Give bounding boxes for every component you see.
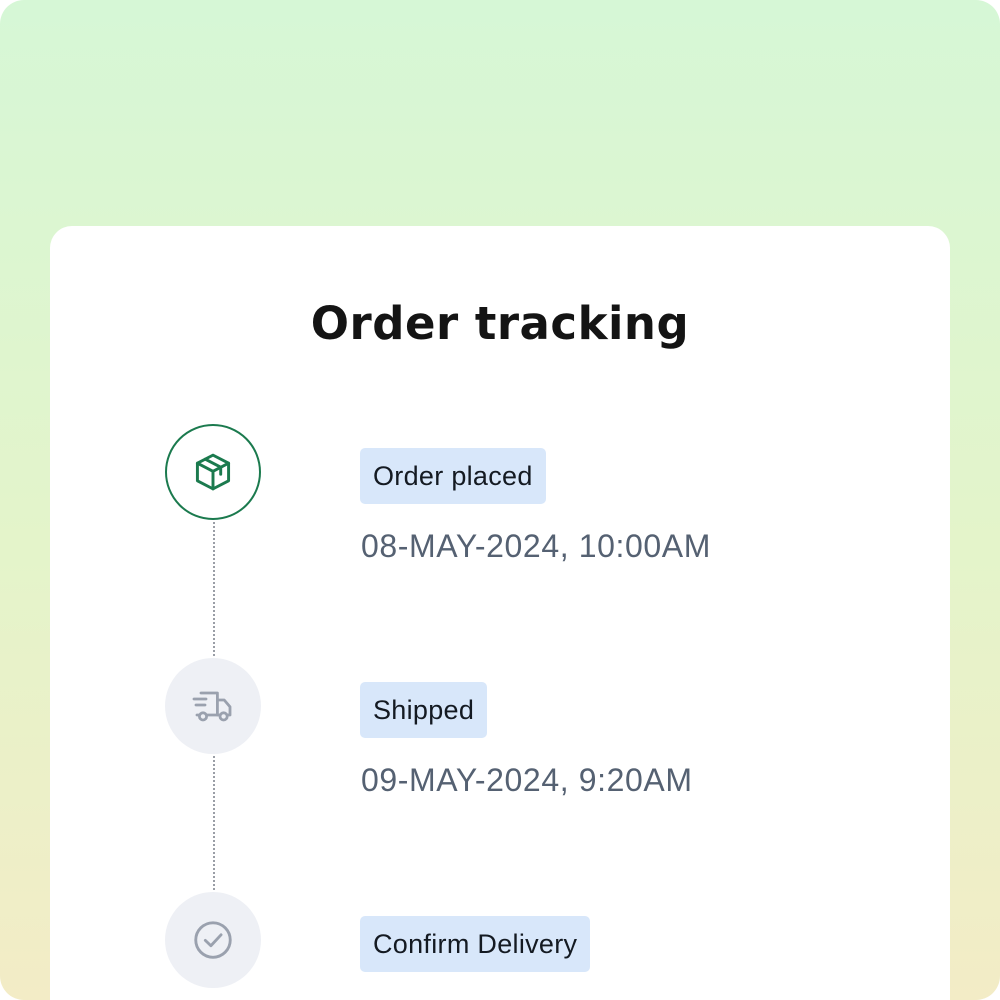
step-label-order-placed: Order placed <box>360 448 546 504</box>
step-label-confirm-delivery: Confirm Delivery <box>360 916 591 972</box>
step-shipped-icon-circle <box>165 658 261 754</box>
step-label-shipped: Shipped <box>360 682 488 738</box>
page-title: Order tracking <box>310 297 690 350</box>
delivery-truck-icon <box>192 691 232 722</box>
step-timestamp-shipped: 09-MAY-2024, 9:20AM <box>361 762 693 798</box>
step-timestamp-order-placed: 08-MAY-2024, 10:00AM <box>361 528 711 564</box>
package-box-icon <box>195 453 231 491</box>
step-connector-line <box>213 522 215 656</box>
step-connector-line <box>213 756 215 890</box>
order-tracking-card <box>50 226 950 1000</box>
step-order-placed-icon-circle <box>165 424 261 520</box>
check-circle-icon <box>194 921 232 959</box>
step-confirm-delivery-icon-circle <box>165 892 261 988</box>
